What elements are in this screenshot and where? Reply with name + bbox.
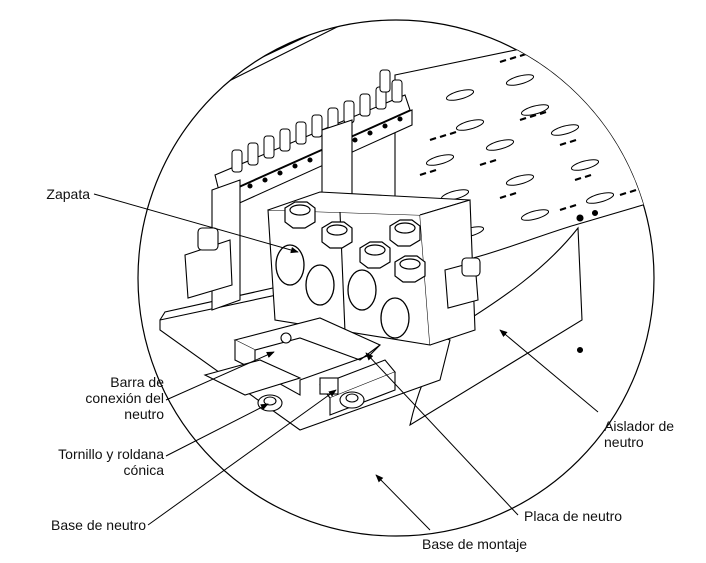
plate-holes	[576, 209, 599, 354]
label-barra-conexion: Barra de conexión del neutro	[85, 374, 164, 422]
lug-hex-screws	[284, 201, 426, 283]
leader-tornillo	[165, 403, 269, 457]
label-base-montaje: Base de montaje	[422, 536, 528, 552]
label-zapata: Zapata	[46, 186, 90, 202]
label-tornillo-roldana: Tornillo y roldana cónica	[58, 446, 164, 478]
leader-base-neutro	[147, 389, 337, 526]
plate-slots	[425, 74, 615, 238]
leader-aislador	[499, 329, 599, 413]
leader-zapata	[93, 193, 299, 254]
neutral-plate	[254, 344, 381, 396]
label-placa-neutro: Placa de neutro	[524, 508, 623, 524]
lug-bores	[275, 244, 410, 339]
label-aislador-neutro: Aislador de neutro	[604, 418, 675, 450]
leader-barra	[165, 351, 275, 401]
leader-base-montaje	[375, 474, 431, 531]
label-base-neutro: Base de neutro	[51, 517, 146, 533]
rear-terminal-screws	[231, 69, 403, 173]
leader-placa-neutro	[365, 352, 519, 516]
